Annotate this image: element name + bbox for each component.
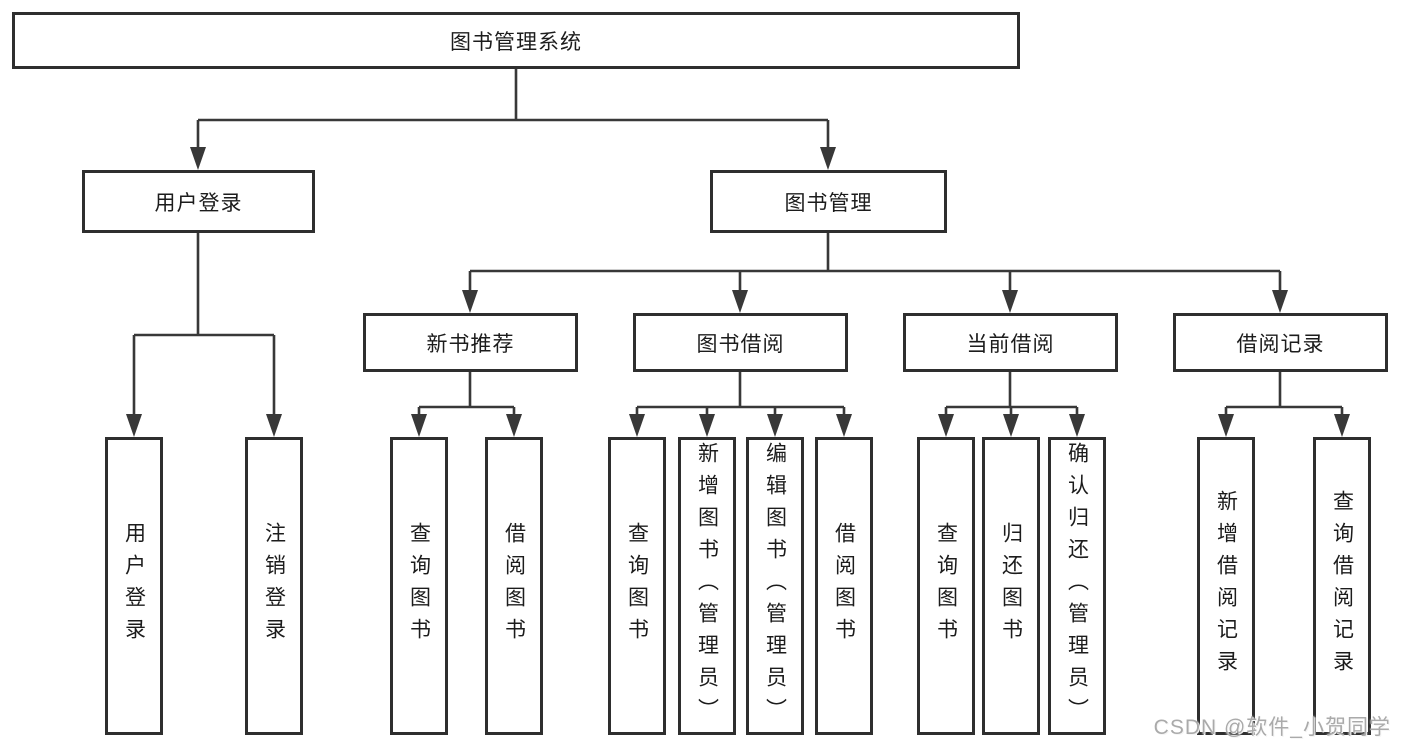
node-logout-leaf: 注销登录 [245, 437, 303, 735]
node-borrow-book-leaf: 借阅图书 [815, 437, 873, 735]
node-edit-book-admin: 编辑图书（管理员） [746, 437, 804, 735]
node-add-book-admin: 新增图书（管理员） [678, 437, 736, 735]
node-label: 确认归还（管理员） [1065, 442, 1089, 730]
node-borrow-records: 借阅记录 [1173, 313, 1388, 372]
arrowhead-icons [126, 147, 1350, 437]
node-root: 图书管理系统 [12, 12, 1020, 69]
node-new-book-recommend: 新书推荐 [363, 313, 578, 372]
node-query-book-current: 查询图书 [917, 437, 975, 735]
node-label: 新增借阅记录 [1214, 490, 1238, 682]
node-query-borrow-record: 查询借阅记录 [1313, 437, 1371, 735]
node-label: 借阅图书 [832, 522, 856, 650]
node-label: 借阅图书 [502, 522, 526, 650]
node-query-book-recommend: 查询图书 [390, 437, 448, 735]
node-book-management: 图书管理 [710, 170, 947, 233]
node-label: 查询图书 [407, 522, 431, 650]
node-label: 归还图书 [999, 522, 1023, 650]
node-book-borrow: 图书借阅 [633, 313, 848, 372]
node-label: 查询图书 [625, 522, 649, 650]
node-current-borrow: 当前借阅 [903, 313, 1118, 372]
node-return-book: 归还图书 [982, 437, 1040, 735]
node-add-borrow-record: 新增借阅记录 [1197, 437, 1255, 735]
node-label: 查询图书 [934, 522, 958, 650]
node-label: 新增图书（管理员） [695, 442, 719, 730]
node-user-login-leaf: 用户登录 [105, 437, 163, 735]
node-label: 查询借阅记录 [1330, 490, 1354, 682]
node-borrow-book-recommend: 借阅图书 [485, 437, 543, 735]
node-label: 注销登录 [262, 522, 286, 650]
node-label: 用户登录 [122, 522, 146, 650]
node-query-book-borrow: 查询图书 [608, 437, 666, 735]
node-confirm-return-admin: 确认归还（管理员） [1048, 437, 1106, 735]
node-label: 编辑图书（管理员） [763, 442, 787, 730]
csdn-watermark: CSDN @软件_小贺同学 [1153, 716, 1391, 739]
node-user-login: 用户登录 [82, 170, 315, 233]
